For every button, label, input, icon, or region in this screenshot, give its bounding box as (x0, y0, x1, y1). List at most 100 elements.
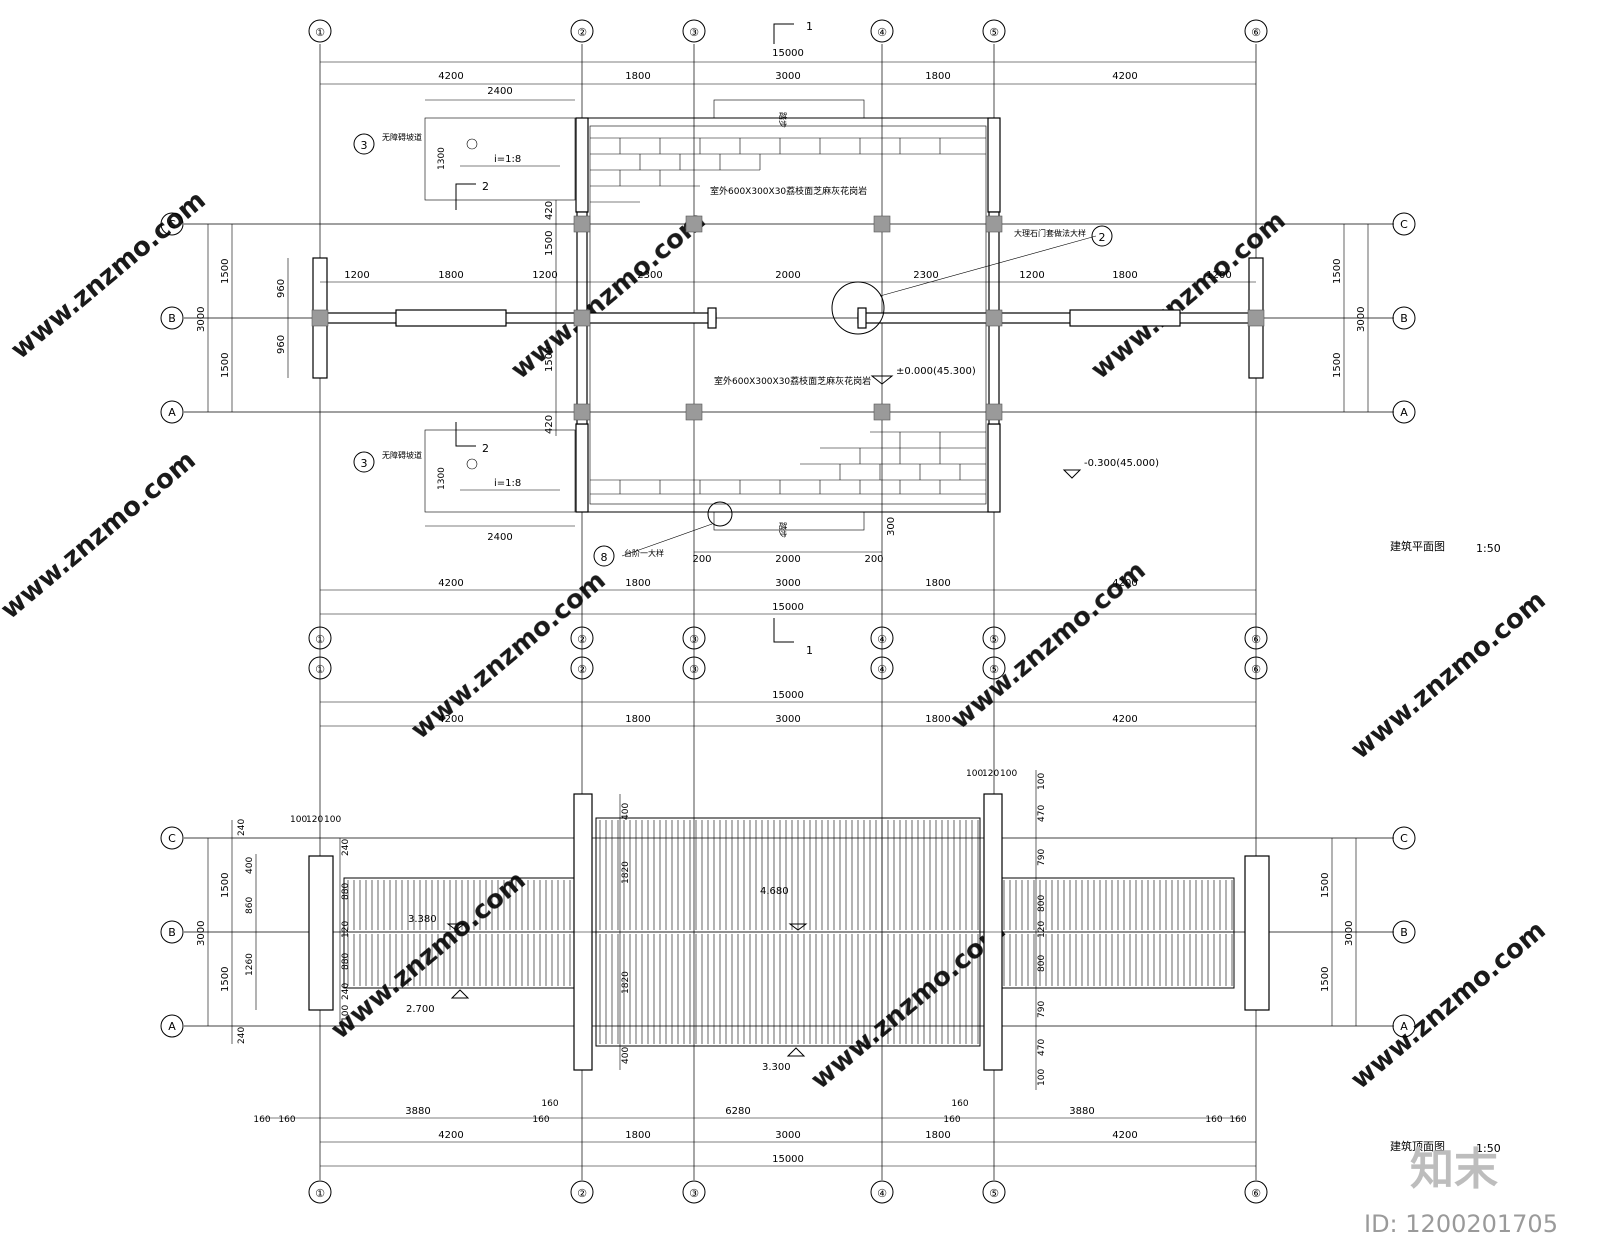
svg-text:②: ② (577, 633, 587, 646)
svg-text:160: 160 (943, 1115, 960, 1125)
svg-text:3000: 3000 (775, 71, 800, 82)
level-ground: -0.300(45.000) (1084, 458, 1159, 469)
svg-text:②: ② (577, 1187, 587, 1200)
svg-text:200: 200 (864, 554, 883, 565)
svg-text:C: C (1400, 832, 1408, 845)
svg-text:120: 120 (306, 815, 323, 825)
ramp-label-top: 无障碍坡道 (382, 132, 422, 142)
plan-annotations: 2 大理石门套做法大样 ±0.000(45.300) -0.300(45.000… (593, 225, 1501, 567)
svg-text:2400: 2400 (487, 86, 512, 97)
svg-text:160: 160 (1229, 1115, 1246, 1125)
svg-text:1300: 1300 (437, 467, 447, 490)
svg-text:4200: 4200 (1112, 714, 1137, 725)
svg-text:3000: 3000 (196, 921, 207, 946)
marble-note: 大理石门套做法大样 (1014, 228, 1086, 238)
svg-text:1200: 1200 (532, 270, 557, 281)
svg-text:C: C (1400, 218, 1408, 231)
svg-text:B: B (1400, 312, 1408, 325)
svg-text:1500: 1500 (220, 353, 231, 378)
watermark-site: www.znzmo.com (505, 205, 711, 385)
svg-text:15000: 15000 (772, 602, 804, 613)
svg-text:2: 2 (1099, 231, 1106, 244)
svg-text:2: 2 (482, 442, 489, 455)
svg-text:④: ④ (877, 663, 887, 676)
svg-text:B: B (168, 926, 176, 939)
svg-text:3000: 3000 (196, 307, 207, 332)
svg-text:6280: 6280 (725, 1106, 750, 1117)
svg-text:1500: 1500 (220, 873, 231, 898)
level-mid: 4.680 (760, 886, 789, 897)
svg-text:880: 880 (341, 883, 351, 900)
svg-text:960: 960 (276, 335, 287, 354)
axis-label-5: ⑤ (989, 26, 999, 39)
svg-text:1260: 1260 (245, 953, 255, 976)
svg-text:1500: 1500 (1320, 967, 1331, 992)
svg-text:1800: 1800 (438, 270, 463, 281)
svg-text:1200: 1200 (1206, 270, 1231, 281)
watermark-site: www.znzmo.com (1345, 915, 1551, 1095)
svg-text:3: 3 (361, 139, 368, 152)
svg-text:④: ④ (877, 1187, 887, 1200)
dim-total: 15000 (772, 48, 804, 59)
svg-text:240: 240 (237, 819, 247, 836)
axis-label-1: ① (315, 26, 325, 39)
svg-text:4200: 4200 (1112, 578, 1137, 589)
plan-scale: 1:50 (1476, 542, 1501, 555)
svg-text:①: ① (315, 1187, 325, 1200)
svg-text:⑤: ⑤ (989, 663, 999, 676)
watermark-site: www.znzmo.com (5, 185, 211, 365)
svg-text:100: 100 (1037, 1069, 1047, 1086)
step-note: 台阶一大样 (624, 548, 664, 558)
svg-text:4200: 4200 (438, 1130, 463, 1141)
svg-text:C: C (168, 832, 176, 845)
svg-text:200: 200 (692, 554, 711, 565)
svg-text:A: A (1400, 1020, 1408, 1033)
watermark-site: www.znzmo.com (1345, 585, 1551, 765)
svg-text:3000: 3000 (775, 714, 800, 725)
svg-text:960: 960 (276, 279, 287, 298)
svg-text:1800: 1800 (925, 714, 950, 725)
svg-text:100: 100 (341, 1005, 351, 1022)
axis-bubbles-top: ① ② ③ ④ ⑤ ⑥ (308, 19, 1268, 43)
svg-text:790: 790 (1037, 1001, 1047, 1018)
svg-text:3000: 3000 (1356, 307, 1367, 332)
svg-text:1820: 1820 (621, 861, 631, 884)
svg-text:800: 800 (1037, 895, 1047, 912)
svg-text:③: ③ (689, 663, 699, 676)
svg-text:1500: 1500 (220, 259, 231, 284)
svg-text:160: 160 (1205, 1115, 1222, 1125)
roof-scale: 1:50 (1476, 1142, 1501, 1155)
svg-text:4200: 4200 (438, 714, 463, 725)
svg-text:100: 100 (324, 815, 341, 825)
axis-bubbles-mid-b: ① ② ③ ④ ⑤ ⑥ (308, 656, 1268, 680)
svg-text:⑤: ⑤ (989, 633, 999, 646)
svg-text:420: 420 (544, 415, 555, 434)
roof-top-dims: 15000 4200 1800 3000 1800 4200 (320, 690, 1256, 727)
svg-text:880: 880 (341, 953, 351, 970)
svg-text:400: 400 (621, 1047, 631, 1064)
svg-text:1500: 1500 (1332, 353, 1343, 378)
svg-text:1800: 1800 (925, 1130, 950, 1141)
svg-text:③: ③ (689, 633, 699, 646)
svg-text:1800: 1800 (625, 578, 650, 589)
axis-bubbles-mid-a: ① ② ③ ④ ⑤ ⑥ (308, 626, 1268, 650)
svg-text:15000: 15000 (772, 1154, 804, 1165)
axis-bubbles-letters: C B A C B A C B A C B A (160, 212, 1416, 1038)
roof-side-dims: 240 1500 3000 1500 240 400 860 1260 100 … (196, 769, 1357, 1090)
svg-text:②: ② (577, 663, 587, 676)
svg-text:踏步: 踏步 (778, 522, 788, 538)
svg-text:①: ① (315, 633, 325, 646)
svg-text:120: 120 (341, 921, 351, 938)
svg-text:120: 120 (982, 769, 999, 779)
svg-text:①: ① (315, 663, 325, 676)
svg-text:1300: 1300 (437, 147, 447, 170)
svg-text:1500: 1500 (1320, 873, 1331, 898)
svg-text:④: ④ (877, 633, 887, 646)
brand-watermark: 知末 ID: 1200201705 (1364, 1144, 1558, 1238)
svg-text:1800: 1800 (925, 71, 950, 82)
watermark-site: www.znzmo.com (405, 565, 611, 745)
paving-note-bottom: 室外600X300X30荔枝面芝麻灰花岗岩 (714, 375, 871, 387)
svg-text:100: 100 (1000, 769, 1017, 779)
paving-note-top: 室外600X300X30荔枝面芝麻灰花岗岩 (710, 185, 867, 197)
